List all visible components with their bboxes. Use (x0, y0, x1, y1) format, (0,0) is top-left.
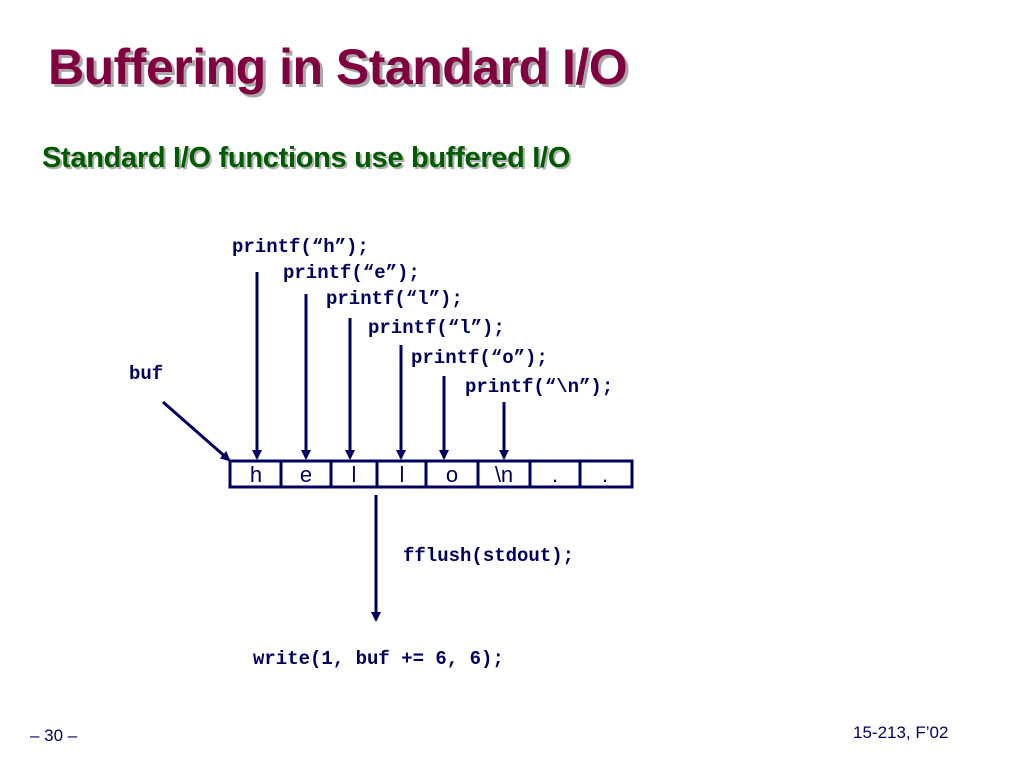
buf-pointer-arrow (162, 400, 231, 462)
printf-call-l2: printf(“l”); (368, 317, 505, 339)
page-number: – 30 – (30, 726, 78, 745)
buffer-cell: . (601, 461, 609, 487)
printf-call-newline: printf(“\n”); (465, 376, 614, 398)
printf-call-e: printf(“e”); (283, 262, 420, 284)
printf-call-h: printf(“h”); (232, 236, 369, 258)
buffer-cell: h (249, 461, 263, 487)
buffer-cell: l (399, 461, 405, 487)
buffer-cell: \n (494, 461, 514, 487)
buffer-cell: o (445, 461, 459, 487)
buffer-cell: . (551, 461, 559, 487)
printf-call-l1: printf(“l”); (326, 288, 463, 310)
buf-label: buf (129, 363, 164, 385)
buffer-cell: e (299, 461, 313, 487)
write-call: write(1, buf += 6, 6); (253, 648, 504, 670)
slide-title: Buffering in Standard I/O (48, 39, 628, 95)
buffer-box (228, 459, 634, 489)
printf-call-o: printf(“o”); (411, 347, 548, 369)
course-label: 15-213, F’02 (853, 723, 949, 742)
fflush-call: fflush(stdout); (403, 545, 575, 567)
buffer-cell: l (351, 461, 357, 487)
slide-subtitle: Standard I/O functions use buffered I/O (42, 142, 571, 174)
